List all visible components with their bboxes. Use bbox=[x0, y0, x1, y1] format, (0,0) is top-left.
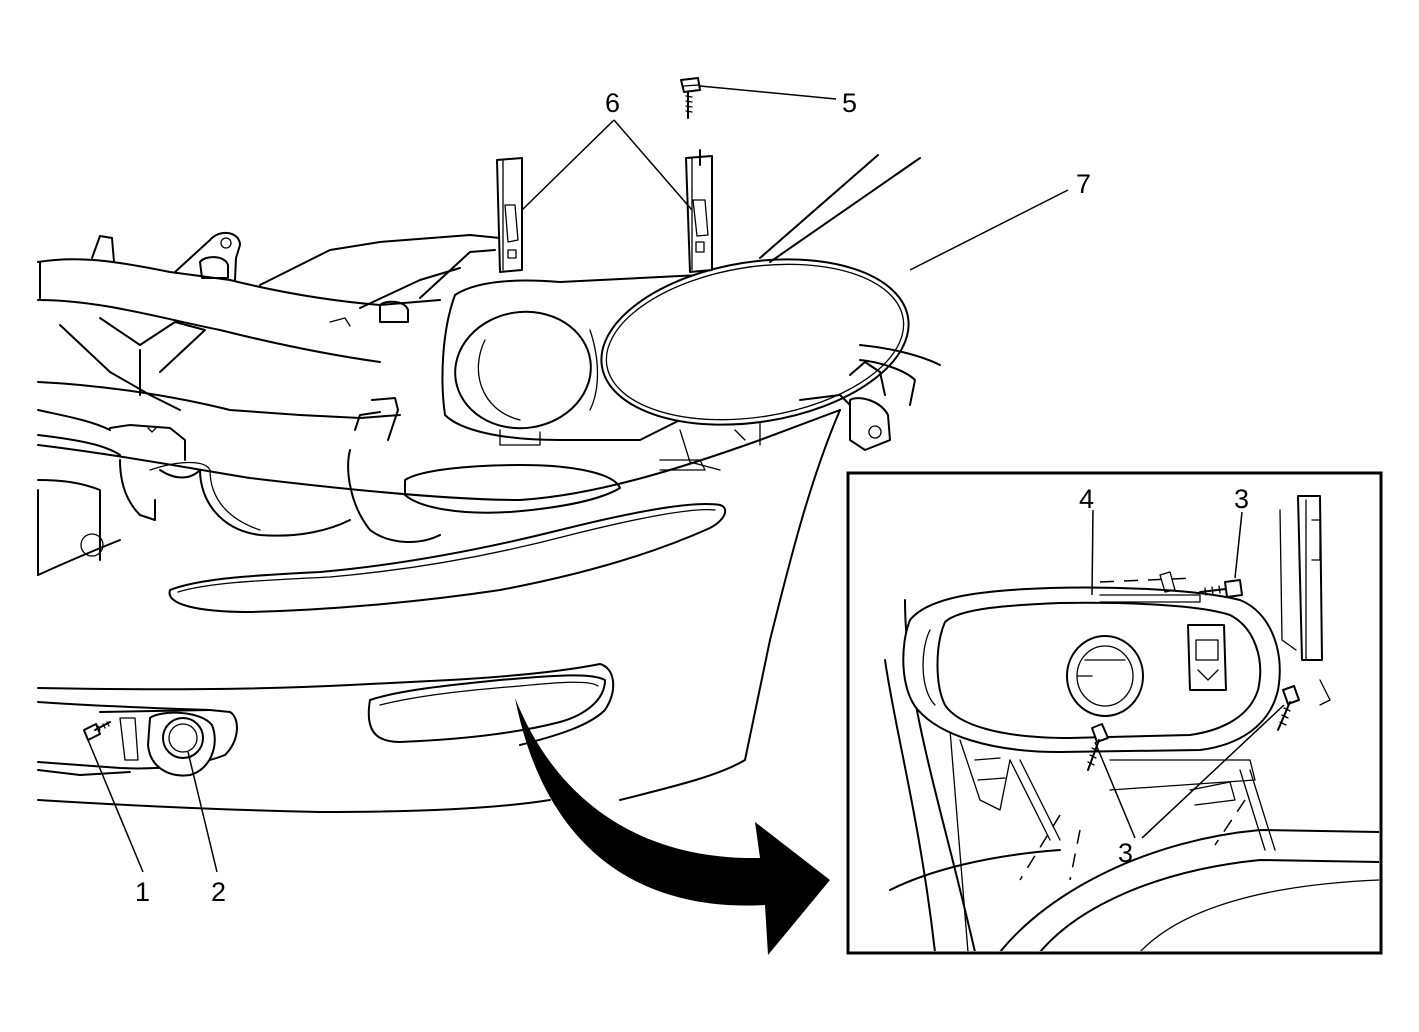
headlamp-housing bbox=[441, 258, 910, 471]
callout-4: 4 bbox=[1079, 484, 1094, 514]
callout-5: 5 bbox=[842, 88, 857, 118]
leader-lines bbox=[87, 85, 1285, 873]
fog-lamp-screw bbox=[83, 721, 111, 741]
callout-3-bottom: 3 bbox=[1118, 838, 1133, 868]
headlamp-upper-bolt bbox=[680, 77, 701, 119]
detail-arrow bbox=[515, 698, 830, 955]
fender-edges bbox=[759, 154, 941, 451]
detail-view bbox=[846, 471, 1383, 955]
callout-3-top: 3 bbox=[1234, 484, 1249, 514]
fog-lamp bbox=[99, 709, 216, 777]
headlamp-mounting-brackets bbox=[496, 149, 713, 273]
radiator-support-frame bbox=[37, 231, 501, 576]
callout-1: 1 bbox=[135, 877, 150, 907]
callout-2: 2 bbox=[211, 877, 226, 907]
callout-labels: 1 2 3 3 4 5 6 7 bbox=[135, 88, 1249, 907]
callout-6: 6 bbox=[605, 88, 620, 118]
callout-7: 7 bbox=[1076, 169, 1091, 199]
